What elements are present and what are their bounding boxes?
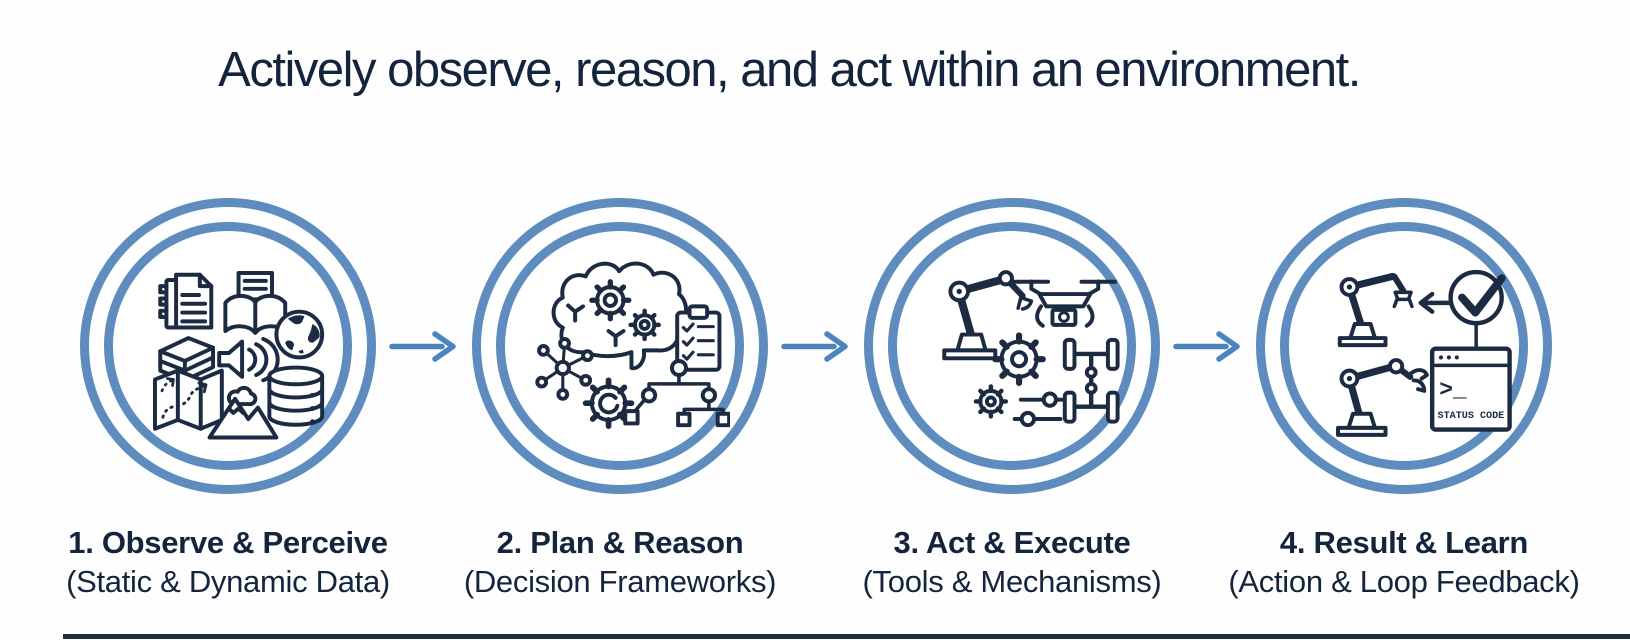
step-label: 3. Act & Execute (Tools & Mechanisms) bbox=[812, 524, 1212, 602]
observe-icons bbox=[152, 270, 325, 440]
checklist-icon bbox=[675, 304, 722, 372]
step-circle-inner bbox=[888, 222, 1136, 470]
step-circle-inner bbox=[496, 222, 744, 470]
hierarchy-icon bbox=[623, 358, 730, 428]
step-title: 1. Observe & Perceive bbox=[68, 525, 388, 560]
flow-arrow-icon bbox=[781, 330, 851, 363]
documents-icon bbox=[158, 272, 214, 330]
step-circle-outer bbox=[864, 198, 1160, 494]
step-title: 4. Result & Learn bbox=[1279, 525, 1529, 560]
step-result-learn: >_ STATUS CODE 4. Result & Learn (Action… bbox=[1204, 198, 1604, 602]
globe-icon bbox=[274, 309, 325, 360]
step-label: 1. Observe & Perceive (Static & Dynamic … bbox=[28, 524, 428, 602]
chassis-icon bbox=[1062, 337, 1120, 424]
page-title: Actively observe, reason, and act within… bbox=[218, 43, 1361, 97]
robot-arm-icon bbox=[942, 270, 1034, 361]
open-book-icon bbox=[223, 270, 288, 335]
result-icons: >_ STATUS CODE bbox=[1336, 269, 1512, 437]
step-title: 2. Plan & Reason bbox=[496, 525, 744, 560]
step-circle-outer bbox=[80, 198, 376, 494]
gear-icon bbox=[582, 377, 635, 429]
step-act-execute: 3. Act & Execute (Tools & Mechanisms) bbox=[812, 198, 1212, 602]
step-subtitle: (Static & Dynamic Data) bbox=[66, 564, 390, 599]
flow-arrow-icon bbox=[1173, 330, 1243, 363]
step-subtitle: (Tools & Mechanisms) bbox=[862, 564, 1162, 599]
step-label: 2. Plan & Reason (Decision Frameworks) bbox=[420, 524, 820, 602]
left-arrow-icon bbox=[1418, 291, 1452, 314]
step-label: 4. Result & Learn (Action & Loop Feedbac… bbox=[1204, 524, 1604, 602]
flow-arrow-icon bbox=[389, 330, 459, 363]
gear-icon bbox=[992, 332, 1046, 387]
terminal-status-label: STATUS CODE bbox=[1438, 411, 1505, 422]
plan-icons bbox=[535, 261, 730, 429]
step-subtitle: (Action & Loop Feedback) bbox=[1228, 564, 1580, 599]
terminal-icon: >_ STATUS CODE bbox=[1429, 346, 1512, 432]
robot-arm-icon bbox=[1337, 272, 1414, 348]
sliders-icon bbox=[1012, 391, 1069, 428]
small-gear-icon bbox=[973, 384, 1009, 419]
step-circle-outer bbox=[472, 198, 768, 494]
terminal-prompt: >_ bbox=[1439, 377, 1467, 403]
step-circle-inner bbox=[104, 222, 352, 470]
check-circle-icon bbox=[1448, 269, 1506, 351]
act-icons bbox=[942, 270, 1120, 428]
step-subtitle: (Decision Frameworks) bbox=[463, 564, 777, 599]
map-route-icon bbox=[152, 368, 224, 431]
network-icon bbox=[535, 336, 594, 401]
step-plan-reason: 2. Plan & Reason (Decision Frameworks) bbox=[420, 198, 820, 602]
step-circle-outer: >_ STATUS CODE bbox=[1256, 198, 1552, 494]
brain-gears-icon bbox=[551, 261, 688, 371]
mountain-icon bbox=[207, 385, 279, 440]
bottom-divider bbox=[63, 634, 1630, 639]
step-title: 3. Act & Execute bbox=[893, 525, 1131, 560]
robot-arm-icon bbox=[1336, 358, 1429, 437]
database-icon bbox=[267, 365, 325, 427]
step-circle-inner: >_ STATUS CODE bbox=[1280, 222, 1528, 470]
step-observe-perceive: 1. Observe & Perceive (Static & Dynamic … bbox=[28, 198, 428, 602]
drone-icon bbox=[1012, 279, 1117, 328]
